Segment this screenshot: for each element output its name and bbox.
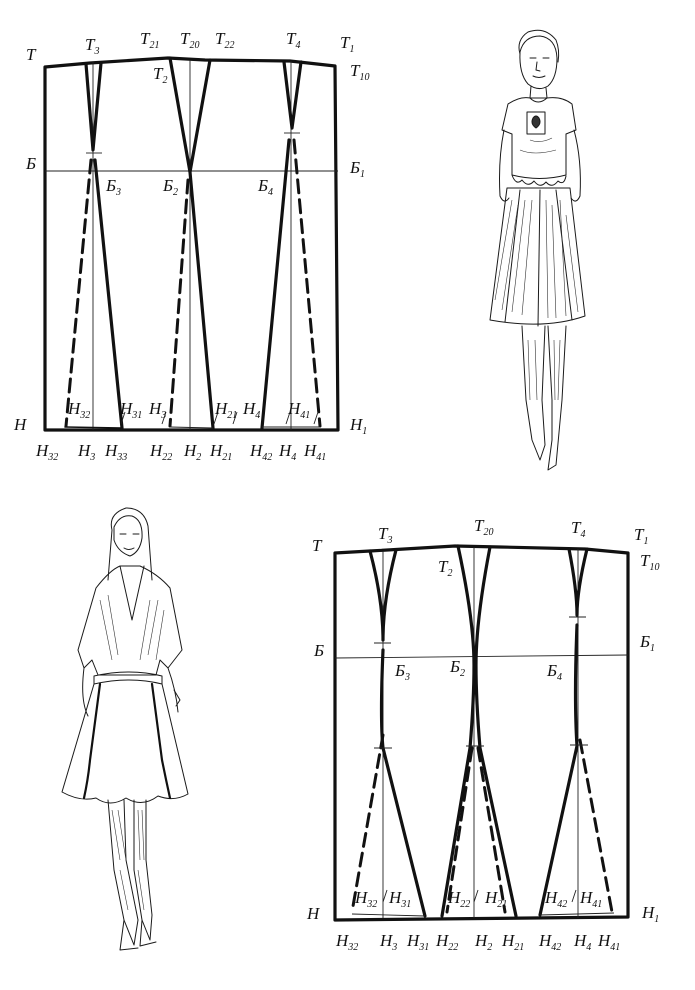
label-inner-h21-bottom: Н21 — [484, 888, 507, 910]
fashion-sketch-bottom — [61, 507, 189, 951]
label-h21-top: Н21 — [209, 441, 232, 463]
label-t22-top: Т22 — [215, 29, 234, 51]
label-b4-top: Б4 — [257, 176, 273, 198]
label-h-bottom: Н — [306, 904, 321, 923]
dart-4-bottom — [538, 547, 615, 918]
label-inner-h4-top: Н4 — [242, 399, 260, 421]
label-t1-bottom: Т1 — [634, 525, 648, 547]
dart-3-top — [64, 61, 124, 430]
label-inner-h22-bottom: Н22 — [447, 888, 470, 910]
label-t4-bottom: Т4 — [571, 518, 585, 540]
frame-bottom — [333, 544, 630, 922]
label-h33-top: Н33 — [104, 441, 127, 463]
label-inner-h32-bottom: Н32 — [354, 888, 377, 910]
label-h4-bottom: Н4 — [573, 931, 591, 953]
label-b-bottom: Б — [313, 641, 324, 660]
label-h22-top: Н22 — [149, 441, 172, 463]
dart-4-top — [260, 60, 322, 430]
label-t2-top: Т2 — [153, 64, 167, 86]
label-inner-h42-bottom: Н42 — [544, 888, 567, 910]
label-t3-top: Т3 — [85, 35, 99, 57]
label-h32-top: Н32 — [35, 441, 58, 463]
label-t1-top: Т1 — [340, 33, 354, 55]
label-b1-bottom: Б1 — [639, 632, 655, 654]
label-inner-h31-top: Н31 — [119, 399, 142, 421]
dart-2-top — [168, 56, 215, 430]
hem-ticks-bottom — [382, 889, 577, 903]
label-inner-h21-top: Н21 — [214, 399, 237, 421]
label-h21-bottom: Н21 — [501, 931, 524, 953]
label-inner-h41-bottom: Н41 — [579, 888, 602, 910]
label-t20-top: Т20 — [180, 29, 199, 51]
label-h-top: Н — [13, 415, 28, 434]
hem-ticks-top — [120, 411, 319, 425]
label-inner-h31-bottom: Н31 — [388, 888, 411, 910]
label-t21-top: Т21 — [140, 29, 159, 51]
skirt-pattern-bottom: Т Т1 Т10 Б Б1 Н Н1 Т3 Т20 Т4 Т2 Б3 Б2 Б4… — [306, 516, 659, 953]
label-h22-bottom: Н22 — [435, 931, 458, 953]
label-t-bottom: Т — [312, 536, 323, 555]
label-h32-bottom: Н32 — [335, 931, 358, 953]
label-t2-bottom: Т2 — [438, 557, 452, 579]
label-h31-bottom: Н31 — [406, 931, 429, 953]
label-t-top: Т — [26, 45, 37, 64]
label-t10-bottom: Т10 — [640, 551, 659, 573]
dart-2-bottom — [440, 544, 518, 918]
label-b3-top: Б3 — [105, 176, 121, 198]
label-t20-bottom: Т20 — [474, 516, 493, 538]
hip-line-bottom — [334, 654, 629, 659]
label-h42-top: Н42 — [249, 441, 272, 463]
label-b2-top: Б2 — [162, 176, 178, 198]
label-t10-top: Т10 — [350, 61, 369, 83]
frame-top — [43, 56, 340, 432]
label-b2-bottom: Б2 — [449, 657, 465, 679]
label-t3-bottom: Т3 — [378, 524, 392, 546]
label-inner-h3-top: Н3 — [148, 399, 166, 421]
label-h4-top: Н4 — [278, 441, 296, 463]
label-h2-top: Н2 — [183, 441, 201, 463]
label-h1-bottom: Н1 — [641, 903, 659, 925]
label-h41-bottom: Н41 — [597, 931, 620, 953]
fashion-sketch-top — [489, 29, 586, 471]
label-t4-top: Т4 — [286, 29, 300, 51]
label-h3-bottom: Н3 — [379, 931, 397, 953]
label-h41-top: Н41 — [303, 441, 326, 463]
label-b-top: Б — [25, 154, 36, 173]
label-h2-bottom: Н2 — [474, 931, 492, 953]
skirt-pattern-top: Т Т1 Т10 Б Б1 Н Н1 Т3 Т21 Т20 Т22 Т4 Т2 … — [13, 29, 369, 463]
dart-3-bottom — [350, 548, 427, 918]
label-h42-bottom: Н42 — [538, 931, 561, 953]
label-inner-h41-top: Н41 — [287, 399, 310, 421]
label-b4-bottom: Б4 — [546, 661, 562, 683]
label-b1-top: Б1 — [349, 158, 365, 180]
label-h3-top: Н3 — [77, 441, 95, 463]
label-h1-top: Н1 — [349, 415, 367, 437]
label-b3-bottom: Б3 — [394, 661, 410, 683]
label-inner-h32-top: Н32 — [67, 399, 90, 421]
